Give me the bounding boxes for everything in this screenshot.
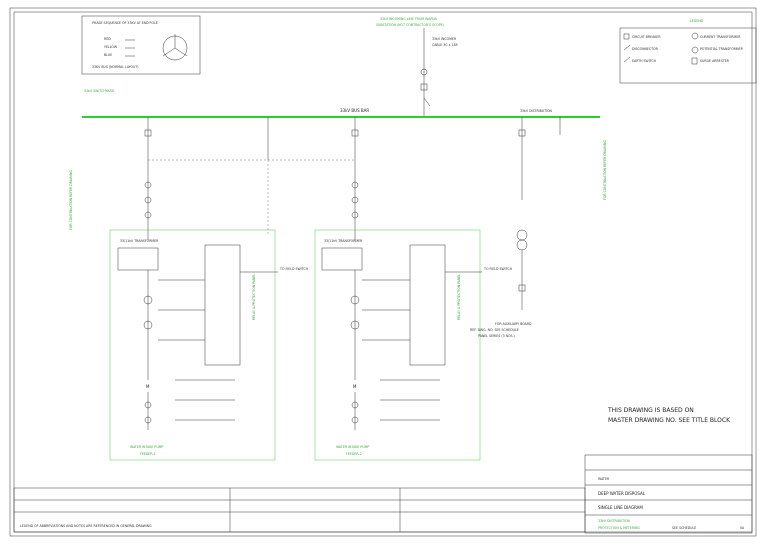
main-busbar: 33kV BUS BAR 33kV SWITCHYARD 33kV DISTRI… <box>82 89 600 118</box>
tb-doc-no: SEE SCHEDULE <box>672 526 696 530</box>
feeder1-to: TO FIELD SWITCH <box>279 267 309 271</box>
phase-note: 33KV BUS (NORMAL LAYOUT) <box>92 65 139 69</box>
revision-table: LEGEND OF ABBREVIATIONS AND NOTES ARE RE… <box>13 487 586 533</box>
right-side-label: FOR CONTINUATION REFER DRAWING <box>603 140 607 200</box>
phase-title: PHASE SEQUENCE OF 33KV AT END POLE <box>92 21 158 25</box>
feeder2-transformer-box <box>321 247 363 271</box>
branch-taps <box>144 117 561 235</box>
note-line1: THIS DRAWING IS BASED ON <box>607 407 694 414</box>
tb-project: WATER <box>598 477 610 481</box>
incomer-subtitle: SUBSTATION (NOT CONTRACTOR'S SCOPE) <box>376 23 444 27</box>
note-line2: MASTER DRAWING NO. SEE TITLE BLOCK <box>608 417 731 424</box>
feeder1-relay-panel <box>204 244 241 366</box>
legend-item-2: EARTH SWITCH <box>632 59 657 63</box>
phase-yellow: YELLOW <box>104 45 118 49</box>
tb-drawing-title: SINGLE LINE DIAGRAM <box>598 505 643 510</box>
tb-company: DEEP WATER DISPOSAL <box>598 491 646 496</box>
feeder-2: 33/11kV TRANSFORMER RELAY & PROTECTION P… <box>314 150 513 461</box>
sheet-border <box>9 7 757 537</box>
phase-blue: BLUE <box>104 53 112 57</box>
disconnector-icon <box>623 44 631 51</box>
feeder2-title: WATER INTAKE PUMP <box>336 445 369 449</box>
legend-item-5: SURGE ARRESTER <box>700 59 730 63</box>
pt-icon <box>691 46 699 54</box>
drawing-note: THIS DRAWING IS BASED ON MASTER DRAWING … <box>607 407 731 424</box>
surge-arrester-icon <box>691 57 698 65</box>
inner-border <box>13 11 753 533</box>
cb-icon <box>623 33 630 40</box>
title-block: DEEP WATER DISPOSAL WATER SINGLE LINE DI… <box>584 454 753 534</box>
feeder1-transformer: 33/11kV TRANSFORMER <box>120 239 159 243</box>
footer-note: LEGEND OF ABBREVIATIONS AND NOTES ARE RE… <box>20 524 152 528</box>
svg-text:CABLE 3C x 185: CABLE 3C x 185 <box>432 43 458 47</box>
left-side-label: FOR CONTINUATION REFER DRAWING <box>69 170 73 230</box>
ct-icon <box>691 32 699 40</box>
feeder1-ct-icon <box>144 181 152 189</box>
svg-text:33kV INCOMER: 33kV INCOMER <box>432 37 457 41</box>
feeder2-motor-label: M <box>353 384 357 389</box>
legend-item-0: CIRCUIT BREAKER <box>632 35 661 39</box>
tb-subtitle1: 33kV DISTRIBUTION <box>598 519 631 523</box>
legend-item-1: DISCONNECTOR <box>632 47 659 51</box>
incomer-title: 33kV INCOMING LINE FROM WAPDA <box>380 17 438 21</box>
aux-line2: REF. DWG. NO. SEE SCHEDULE <box>470 328 519 332</box>
tb-subtitle2: PROTECTION & METERING <box>598 526 640 530</box>
feeder2-transformer: 33/11kV TRANSFORMER <box>324 239 363 243</box>
feeder1-panel-label: RELAY & PROTECTION PANEL <box>252 274 256 320</box>
aux-line3: PANEL SERIES (3 NOS.) <box>478 334 515 338</box>
busbar-from: 33kV SWITCHYARD <box>84 89 115 93</box>
legend-title: LEGEND <box>690 19 704 23</box>
phase-sequence-box: PHASE SEQUENCE OF 33KV AT END POLE RED Y… <box>81 15 201 75</box>
feeder2-sub: FEEDER-2 <box>346 452 362 456</box>
phase-vector-diagram <box>162 34 188 61</box>
earth-switch-icon <box>623 56 631 63</box>
busbar-label: 33kV BUS BAR <box>340 108 369 113</box>
feeder1-sub: FEEDER-1 <box>140 452 156 456</box>
incomer: 33kV INCOMING LINE FROM WAPDA SUBSTATION… <box>376 17 458 117</box>
phase-red: RED <box>104 37 111 41</box>
legend-item-3: CURRENT TRANSFORMER <box>700 35 741 39</box>
incomer-ct-symbol <box>420 68 428 76</box>
feeder2-panel-label: RELAY & PROTECTION PANEL <box>457 274 461 320</box>
feeder2-relay-panel <box>409 244 446 366</box>
aux-branch: FOR AUXILIARY BOARD REF. DWG. NO. SEE SC… <box>470 229 532 338</box>
feeder1-motor-label: M <box>146 384 150 389</box>
legend: LEGEND CIRCUIT BREAKER DISCONNECTOR EART… <box>619 19 757 84</box>
busbar-to: 33kV DISTRIBUTION <box>520 109 553 113</box>
feeder2-enclosure <box>314 229 481 461</box>
feeder-1: 33/11kV TRANSFORMER RELAY & PROTECTION P… <box>109 150 309 461</box>
feeder1-enclosure <box>109 229 276 461</box>
feeder2-to: TO FIELD SWITCH <box>483 267 513 271</box>
tb-rev: 0A <box>740 526 745 530</box>
feeder1-title: WATER INTAKE PUMP <box>130 445 163 449</box>
aux-title: FOR AUXILIARY BOARD <box>495 322 532 326</box>
legend-item-4: POTENTIAL TRANSFORMER <box>700 47 744 51</box>
incomer-breaker-symbol <box>420 83 428 91</box>
feeder1-transformer-box <box>117 247 159 271</box>
